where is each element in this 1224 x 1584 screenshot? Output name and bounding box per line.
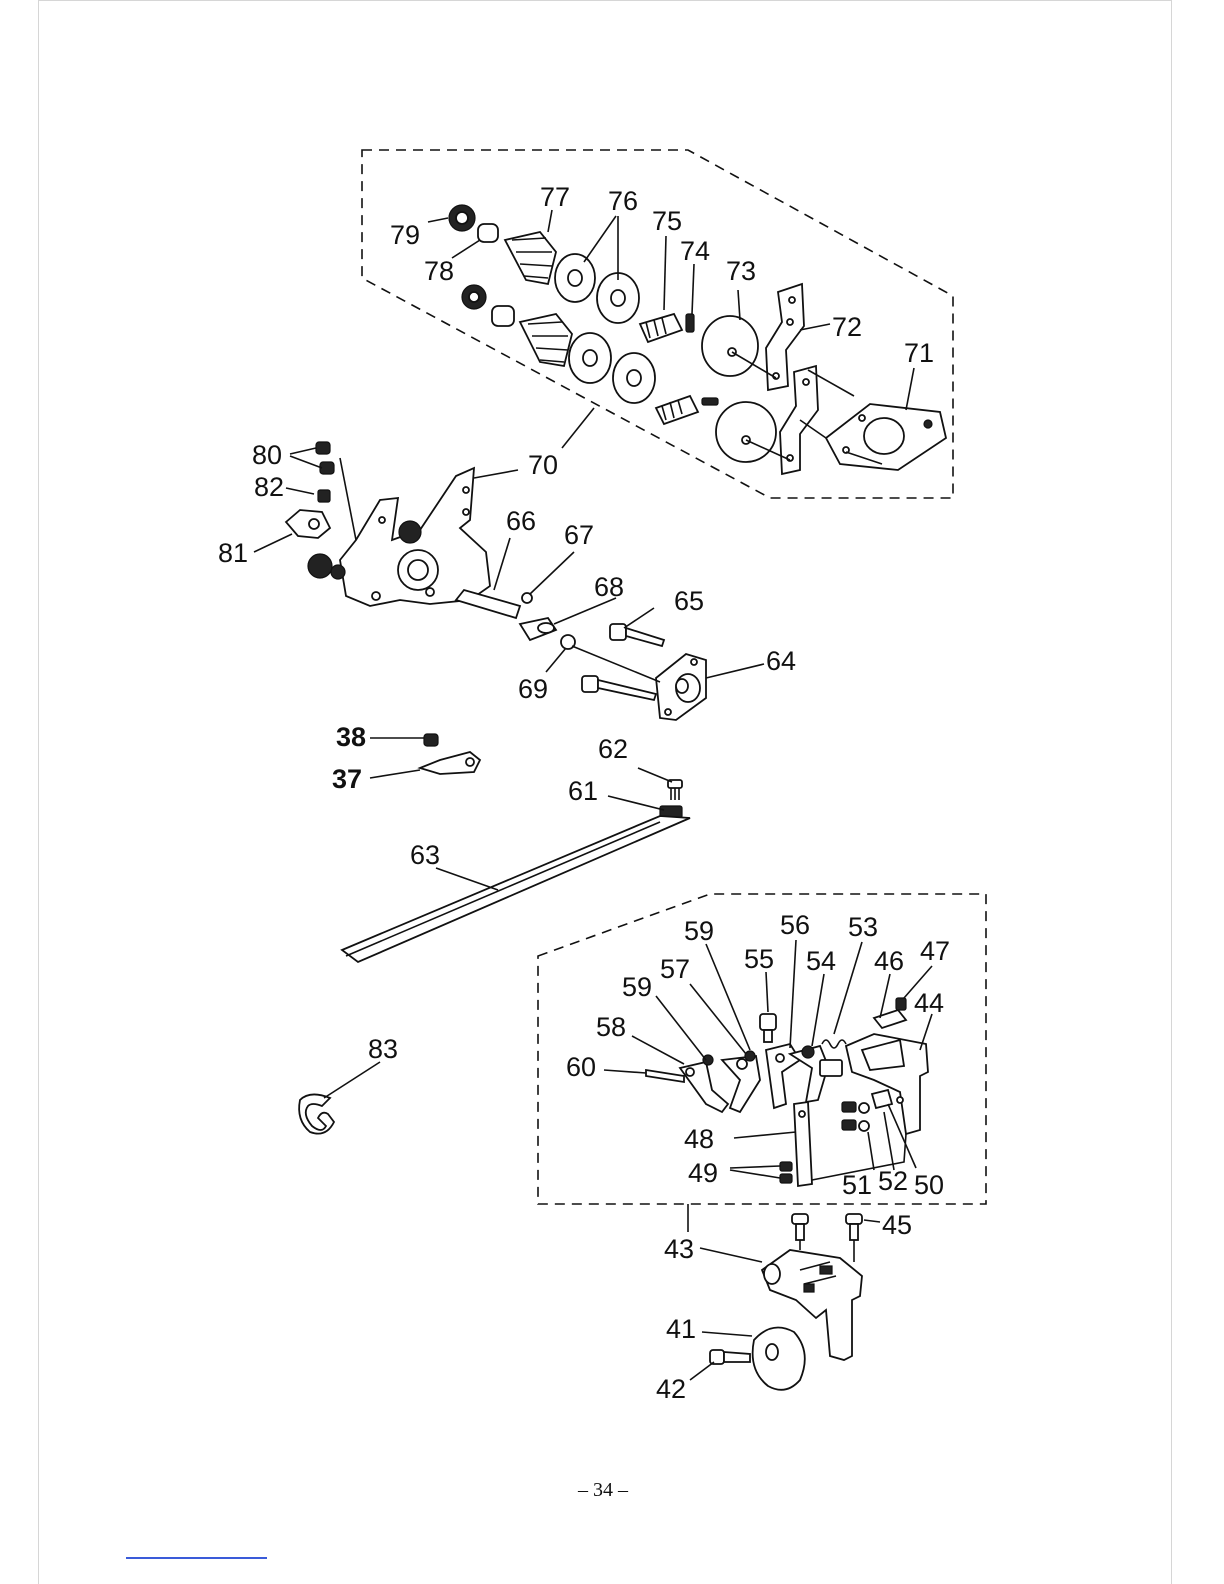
label-77: 77 bbox=[540, 182, 570, 212]
label-45: 45 bbox=[882, 1210, 912, 1240]
strip-63 bbox=[342, 816, 690, 962]
label-71: 71 bbox=[904, 338, 934, 368]
label-57: 57 bbox=[660, 954, 690, 984]
bushing-bracket-64 bbox=[656, 654, 706, 720]
label-65: 65 bbox=[674, 586, 704, 616]
lever-37 bbox=[420, 752, 480, 774]
screws-45 bbox=[792, 1214, 862, 1240]
label-81: 81 bbox=[218, 538, 248, 568]
cam-41 bbox=[753, 1328, 805, 1390]
label-59-lower: 59 bbox=[622, 972, 652, 1002]
label-48: 48 bbox=[684, 1124, 714, 1154]
clip-83 bbox=[299, 1094, 334, 1133]
label-72: 72 bbox=[832, 312, 862, 342]
link-68 bbox=[520, 618, 556, 640]
label-51: 51 bbox=[842, 1170, 872, 1200]
label-61: 61 bbox=[568, 776, 598, 806]
label-76: 76 bbox=[608, 186, 638, 216]
label-66: 66 bbox=[506, 506, 536, 536]
label-53: 53 bbox=[848, 912, 878, 942]
screw-38 bbox=[424, 734, 438, 746]
screw-62 bbox=[668, 780, 682, 800]
label-79: 79 bbox=[390, 220, 420, 250]
label-75: 75 bbox=[652, 206, 682, 236]
label-64: 64 bbox=[766, 646, 796, 676]
label-68: 68 bbox=[594, 572, 624, 602]
label-67: 67 bbox=[564, 520, 594, 550]
label-43: 43 bbox=[664, 1234, 694, 1264]
page-number: – 34 – bbox=[577, 1479, 629, 1501]
label-83: 83 bbox=[368, 1034, 398, 1064]
footer-link-underline bbox=[126, 1557, 267, 1559]
label-58: 58 bbox=[596, 1012, 626, 1042]
label-52: 52 bbox=[878, 1166, 908, 1196]
shaft-66 bbox=[456, 590, 520, 618]
label-82: 82 bbox=[254, 472, 284, 502]
label-69: 69 bbox=[518, 674, 548, 704]
label-50: 50 bbox=[914, 1170, 944, 1200]
tension-assembly-lower bbox=[462, 285, 818, 474]
label-47: 47 bbox=[920, 936, 950, 966]
screws-80 bbox=[316, 442, 334, 502]
label-41: 41 bbox=[666, 1314, 696, 1344]
tension-plate-71 bbox=[826, 404, 946, 470]
label-44: 44 bbox=[914, 988, 944, 1018]
label-54: 54 bbox=[806, 946, 836, 976]
label-73: 73 bbox=[726, 256, 756, 286]
tension-base-bracket bbox=[308, 468, 490, 606]
label-74: 74 bbox=[680, 236, 710, 266]
screws-65 bbox=[582, 624, 664, 700]
label-55: 55 bbox=[744, 944, 774, 974]
screw-42 bbox=[710, 1350, 750, 1364]
label-80: 80 bbox=[252, 440, 282, 470]
label-59-upper: 59 bbox=[684, 916, 714, 946]
cam-part-81 bbox=[286, 510, 330, 538]
label-38: 38 bbox=[336, 722, 366, 752]
label-78: 78 bbox=[424, 256, 454, 286]
label-49: 49 bbox=[688, 1158, 718, 1188]
label-56: 56 bbox=[780, 910, 810, 940]
label-42: 42 bbox=[656, 1374, 686, 1404]
label-63: 63 bbox=[410, 840, 440, 870]
label-62: 62 bbox=[598, 734, 628, 764]
label-37: 37 bbox=[332, 764, 362, 794]
label-46: 46 bbox=[874, 946, 904, 976]
label-70: 70 bbox=[528, 450, 558, 480]
label-60: 60 bbox=[566, 1052, 596, 1082]
